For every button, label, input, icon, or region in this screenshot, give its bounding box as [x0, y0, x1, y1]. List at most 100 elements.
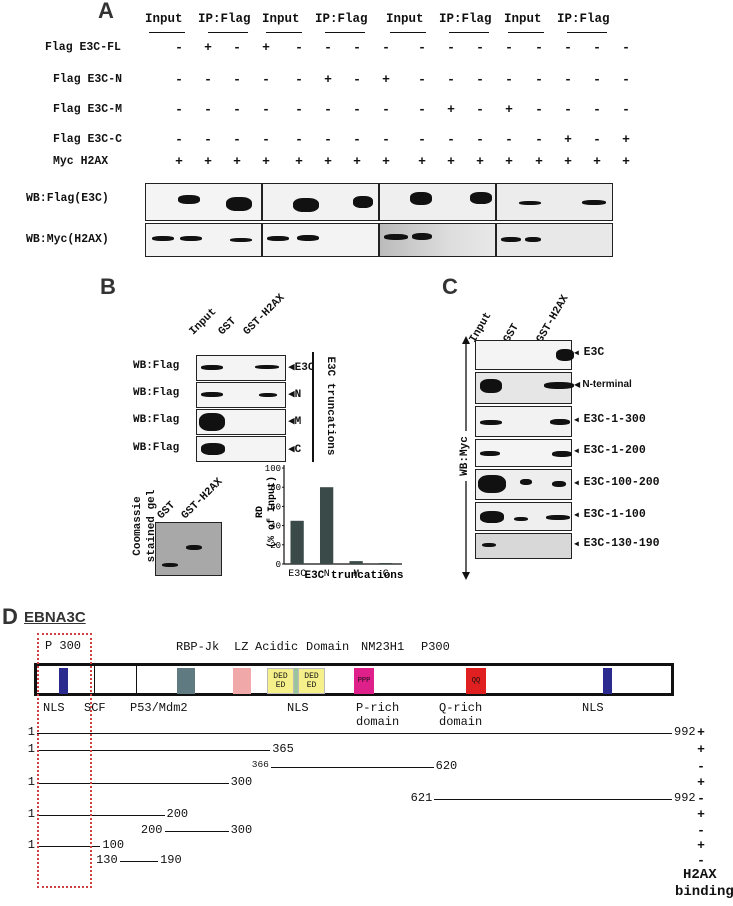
a-sign: -: [418, 132, 426, 147]
chart-bar: [349, 561, 363, 564]
blot-b-m: [196, 409, 286, 435]
panel-a-letter: A: [98, 0, 114, 23]
a-sign: -: [418, 40, 426, 55]
label-nls-3: NLS: [582, 701, 604, 715]
blot-a-myc-3: [379, 223, 496, 257]
a-sign: -: [622, 40, 630, 55]
ppp-box: PPP: [354, 668, 374, 694]
ded-label-2: DED: [304, 672, 319, 681]
label-nls-1: NLS: [43, 701, 65, 715]
a-sign: +: [418, 154, 426, 169]
c-band: [544, 382, 574, 389]
a-sign: -: [418, 72, 426, 87]
blot-b-n: [196, 382, 286, 408]
a-sign: -: [175, 72, 183, 87]
fragment-start: 621: [410, 791, 433, 805]
coomassie-gel: [155, 522, 222, 576]
a-sign: -: [564, 102, 572, 117]
c-blot-text: E3C-100-200: [583, 475, 660, 489]
b-wb-label-1: WB:Flag: [133, 360, 180, 372]
a-sign: -: [593, 132, 601, 147]
fragment-start: 1: [27, 838, 35, 852]
a-sign: +: [622, 154, 630, 169]
fragment-end: 100: [102, 838, 125, 852]
a-sign: +: [382, 72, 390, 87]
a-sign: -: [233, 102, 241, 117]
a-sign: -: [476, 72, 484, 87]
a-sign: +: [447, 154, 455, 169]
b-tag-e3c: ◀E3C: [288, 362, 315, 374]
c-blot-text: E3C-1-100: [583, 507, 646, 521]
a-sign: -: [622, 102, 630, 117]
a-sign: -: [233, 72, 241, 87]
fragment-end: 365: [272, 742, 294, 756]
a-sign: -: [353, 132, 361, 147]
h2ax-binding-sign: +: [697, 807, 705, 822]
c-band: [480, 420, 502, 425]
b-truncations-label: E3C truncations: [324, 356, 336, 456]
c-band: [520, 479, 532, 485]
c-band: [480, 511, 504, 523]
gel-lane-gst-h2ax: GST-H2AX: [179, 476, 226, 522]
a-sign: -: [353, 72, 361, 87]
label-q-rich-1: Q-rich: [439, 701, 483, 715]
h2ax-binding-sign: -: [697, 823, 705, 838]
a-sign: -: [564, 40, 572, 55]
label-p-rich-1: P-rich: [356, 701, 400, 715]
a-header-input-1: Input: [145, 12, 183, 26]
c-band: [546, 515, 570, 520]
c-band: [514, 517, 528, 521]
a-sign: -: [295, 132, 303, 147]
a-row-label-1: Flag E3C-FL: [45, 41, 121, 54]
lz-box: [233, 668, 251, 694]
c-band: [556, 349, 574, 361]
c-blot-label-5: ◀ E3C-100-200: [574, 476, 660, 489]
a-sign: -: [295, 102, 303, 117]
blot-a-flag-3: [379, 183, 496, 221]
a-row-label-2: Flag E3C-N: [53, 73, 123, 86]
c-blot-text: E3C-130-190: [583, 537, 660, 550]
a-sign: -: [353, 40, 361, 55]
a-sign: +: [324, 72, 332, 87]
c-blot-3: [475, 406, 572, 437]
a-sign: -: [476, 40, 484, 55]
a-sign: -: [175, 132, 183, 147]
chart-bar: [319, 487, 334, 564]
a-header-underline: [567, 32, 607, 34]
a-header-underline: [449, 32, 489, 34]
a-sign: -: [535, 40, 543, 55]
c-arrow-icon: ◀: [574, 349, 584, 358]
label-nm23h1: NM23H1: [361, 640, 405, 654]
a-sign: -: [564, 72, 572, 87]
a-sign: +: [262, 154, 270, 169]
c-arrow-icon: ◀: [574, 510, 584, 520]
a-sign: +: [295, 154, 303, 169]
label-q-rich-2: domain: [439, 715, 483, 729]
h2ax-binding-sign: +: [697, 775, 705, 790]
c-arrow-icon: ◀: [574, 447, 584, 456]
b-lane-gst-h2ax: GST-H2AX: [241, 292, 288, 338]
b-truncation-bracket: [312, 352, 314, 462]
label-domain: Domain: [306, 640, 350, 654]
label-acidic: Acidic: [255, 640, 299, 654]
h2ax-binding-sign: +: [697, 742, 705, 757]
a-header-underline: [266, 32, 302, 34]
gel-lane-gst: GST: [155, 499, 179, 522]
a-sign: -: [505, 40, 513, 55]
c-lane-gst-h2ax: GST-H2AX: [534, 293, 572, 345]
b-wb-label-2: WB:Flag: [133, 387, 180, 399]
a-header-underline: [208, 32, 248, 34]
fragment-start: 366: [251, 759, 269, 770]
a-header-underline: [390, 32, 426, 34]
chart-ytick-label: 60: [270, 502, 281, 512]
a-sign: -: [447, 132, 455, 147]
b-tag-c: ◀C: [288, 444, 302, 456]
a-header-input-4: Input: [504, 12, 542, 26]
a-header-ip-flag-4: IP:Flag: [557, 12, 610, 26]
a-sign: -: [382, 132, 390, 147]
c-band: [550, 419, 570, 425]
a-row-label-4: Flag E3C-C: [53, 133, 123, 146]
a-sign: -: [593, 102, 601, 117]
a-sign: -: [535, 72, 543, 87]
